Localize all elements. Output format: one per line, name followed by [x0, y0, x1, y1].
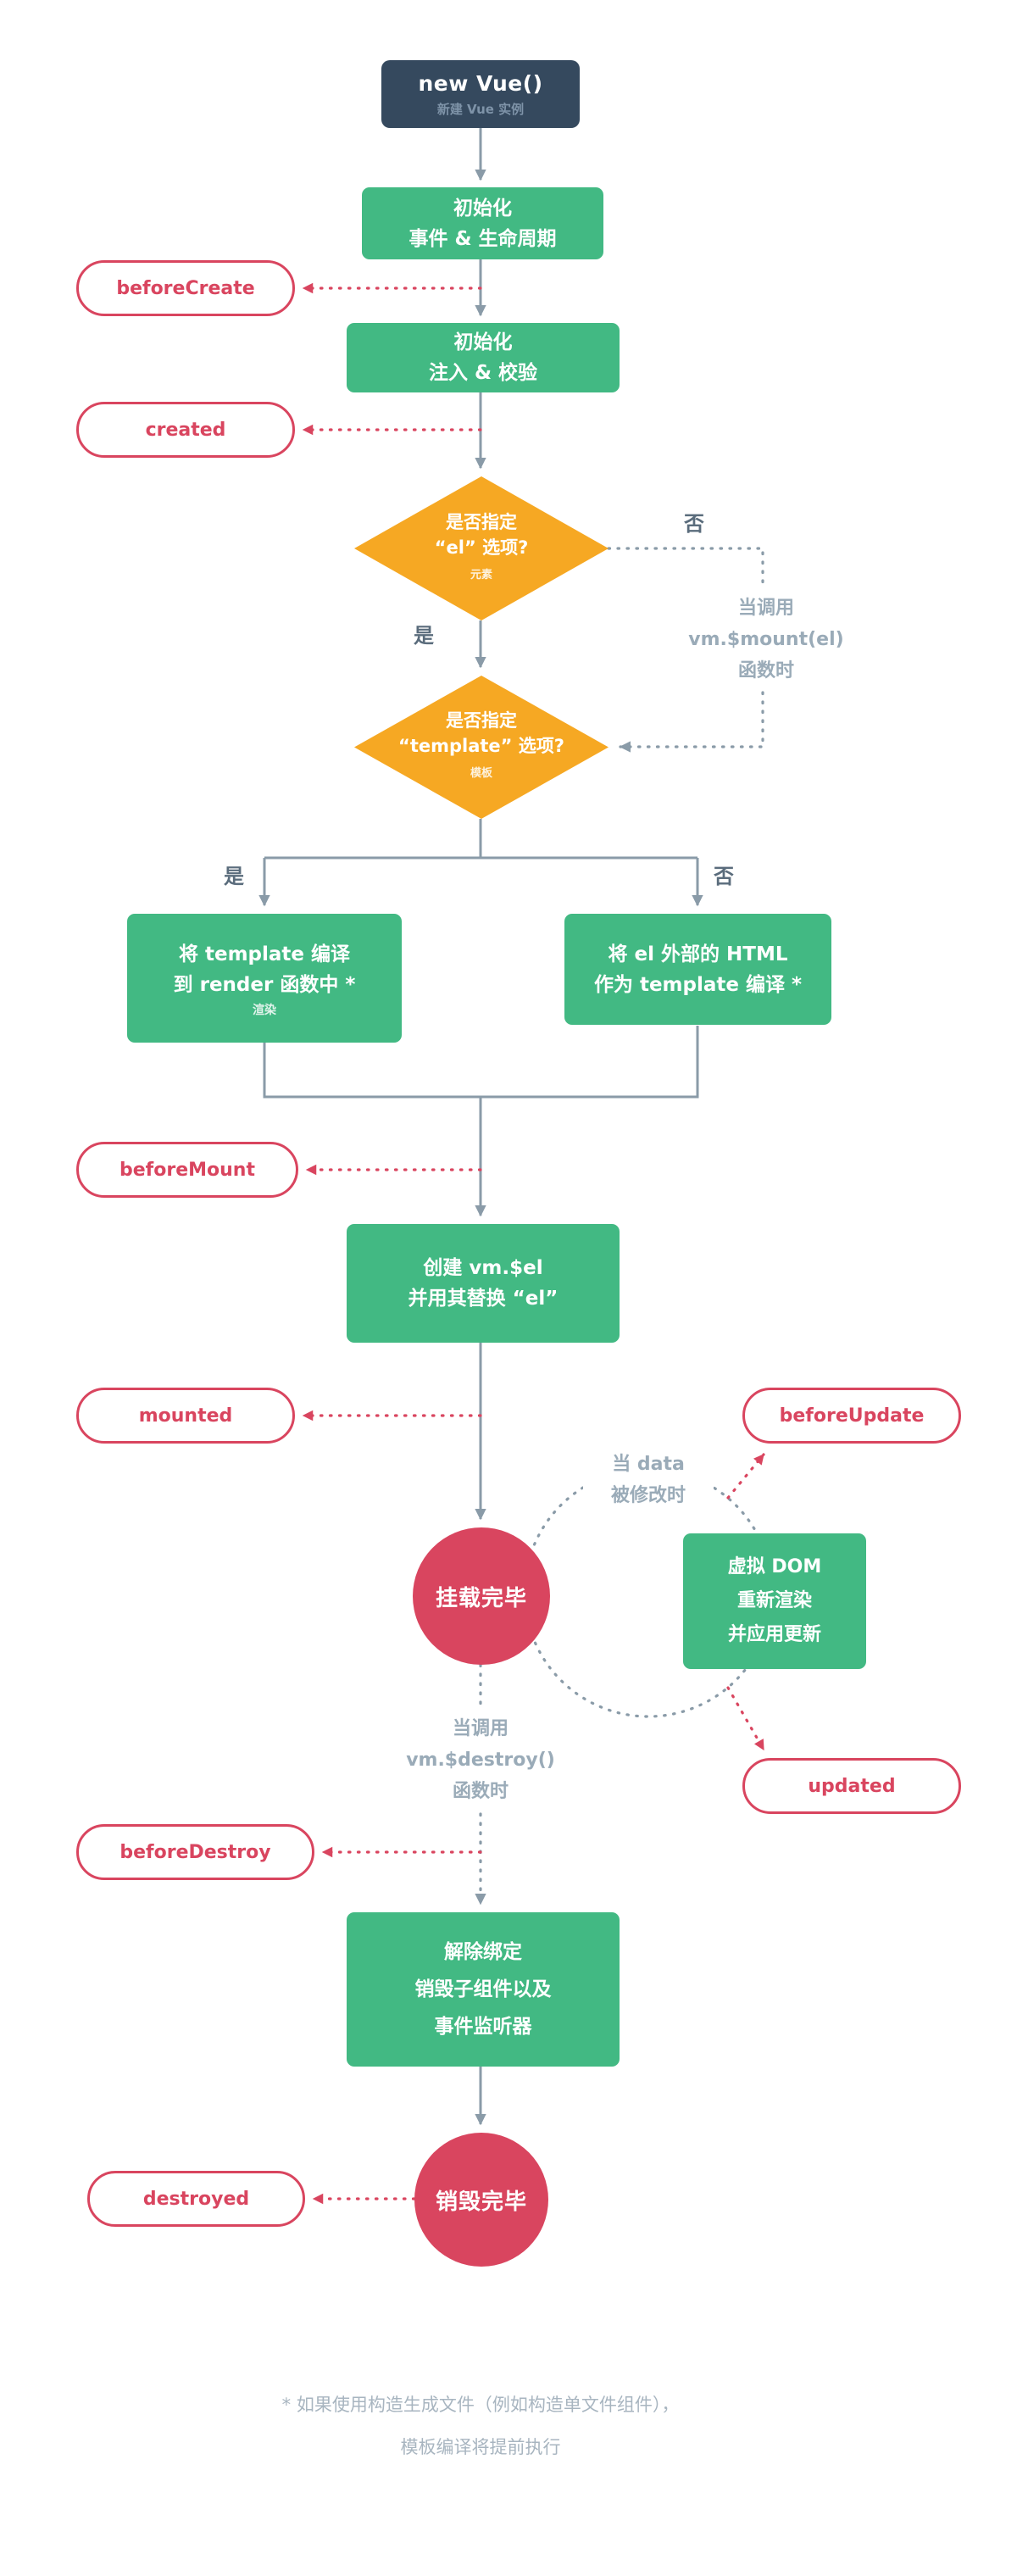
hook-pill-mounted: mounted — [76, 1388, 295, 1444]
destroyed-state-circle: 销毁完毕 — [414, 2133, 548, 2267]
note-line: 函数时 — [452, 1781, 508, 1802]
hook-pill-beforedestroy: beforeDestroy — [76, 1824, 314, 1880]
box-line: 事件监听器 — [434, 2016, 532, 2038]
mounted-state-circle: 挂载完毕 — [413, 1527, 550, 1665]
hook-pill-destroyed: destroyed — [87, 2171, 305, 2227]
hook-pill-beforecreate: beforeCreate — [76, 260, 295, 316]
box-line: 解除绑定 — [444, 1941, 522, 1963]
diamond-line: 是否指定 — [446, 511, 517, 532]
mount-call-note: 当调用 vm.$mount(el) 函数时 — [666, 588, 866, 691]
init-injections-box: 初始化 注入 & 校验 — [347, 323, 620, 392]
box-line: 注入 & 校验 — [428, 362, 538, 384]
note-line: vm.$mount(el) — [688, 629, 844, 650]
teardown-box: 解除绑定 销毁子组件以及 事件监听器 — [347, 1912, 620, 2067]
note-line: vm.$destroy() — [406, 1750, 555, 1771]
note-line: 被修改时 — [610, 1485, 686, 1506]
note-line: 当 data — [612, 1454, 685, 1475]
note-line: 当调用 — [737, 598, 794, 619]
diamond-note: 模板 — [470, 767, 492, 780]
hook-label: created — [145, 419, 226, 441]
new-vue-subtitle: 新建 Vue 实例 — [436, 101, 525, 117]
edge-label-template-no: 否 — [714, 865, 734, 888]
diamond-note: 元素 — [470, 568, 492, 581]
box-line: 重新渲染 — [736, 1590, 812, 1611]
box-line: 事件 & 生命周期 — [408, 227, 557, 250]
hook-pill-beforeupdate: beforeUpdate — [742, 1388, 961, 1444]
diamond-line: “template” 选项? — [398, 736, 564, 756]
diamond-line: “el” 选项? — [434, 537, 529, 558]
create-vm-el-box: 创建 vm.$el 并用其替换 “el” — [347, 1224, 620, 1343]
footnote-line: 模板编译将提前执行 — [400, 2437, 561, 2457]
hook-label: destroyed — [142, 2188, 250, 2210]
footnote: * 如果使用构造生成文件（例如构造单文件组件）， 模板编译将提前执行 — [0, 2384, 961, 2468]
destroy-call-note: 当调用 vm.$destroy() 函数时 — [381, 1709, 581, 1811]
box-line: 初始化 — [453, 197, 512, 220]
box-line: 并用其替换 “el” — [408, 1288, 559, 1310]
new-vue-title: new Vue() — [418, 70, 543, 96]
box-line: 并应用更新 — [727, 1624, 821, 1645]
hook-pill-created: created — [76, 402, 295, 458]
box-line: 到 render 函数中 * — [173, 973, 356, 996]
hook-connector-lines — [302, 282, 765, 2205]
edge-label-el-no: 否 — [684, 512, 704, 536]
hook-label: beforeMount — [119, 1159, 255, 1181]
box-line: 虚拟 DOM — [727, 1556, 822, 1577]
hook-label: beforeDestroy — [119, 1841, 271, 1863]
compile-el-html-box: 将 el 外部的 HTML 作为 template 编译 * — [564, 914, 831, 1025]
box-note: 渲染 — [253, 1003, 276, 1017]
hook-label: mounted — [138, 1405, 233, 1427]
state-label: 挂载完毕 — [435, 1585, 527, 1611]
hook-label: beforeCreate — [116, 277, 255, 299]
hook-label: beforeUpdate — [779, 1405, 925, 1427]
hook-label: updated — [808, 1775, 896, 1797]
solid-flow-lines — [258, 127, 703, 2126]
footnote-line: * 如果使用构造生成文件（例如构造单文件组件）， — [281, 2395, 680, 2415]
box-line: 将 el 外部的 HTML — [608, 943, 788, 965]
init-lifecycle-box: 初始化 事件 & 生命周期 — [362, 187, 603, 259]
box-line: 作为 template 编译 * — [593, 973, 803, 996]
box-line: 初始化 — [453, 331, 513, 353]
new-vue-node: new Vue() 新建 Vue 实例 — [381, 60, 580, 128]
note-line: 当调用 — [452, 1718, 508, 1739]
box-line: 销毁子组件以及 — [414, 1978, 552, 2000]
diamond-line: 是否指定 — [446, 710, 517, 731]
hook-pill-updated: updated — [742, 1758, 961, 1814]
compile-template-box: 将 template 编译 到 render 函数中 * 渲染 — [127, 914, 402, 1043]
edge-label-el-yes: 是 — [414, 624, 434, 648]
box-line: 将 template 编译 — [178, 943, 351, 965]
state-label: 销毁完毕 — [435, 2189, 527, 2215]
box-line: 创建 vm.$el — [423, 1257, 543, 1279]
virtual-dom-box: 虚拟 DOM 重新渲染 并应用更新 — [683, 1533, 866, 1669]
edge-label-template-yes: 是 — [224, 865, 244, 888]
hook-pill-beforemount: beforeMount — [76, 1142, 298, 1198]
note-line: 函数时 — [737, 660, 794, 682]
data-change-note: 当 data 被修改时 — [583, 1444, 714, 1516]
